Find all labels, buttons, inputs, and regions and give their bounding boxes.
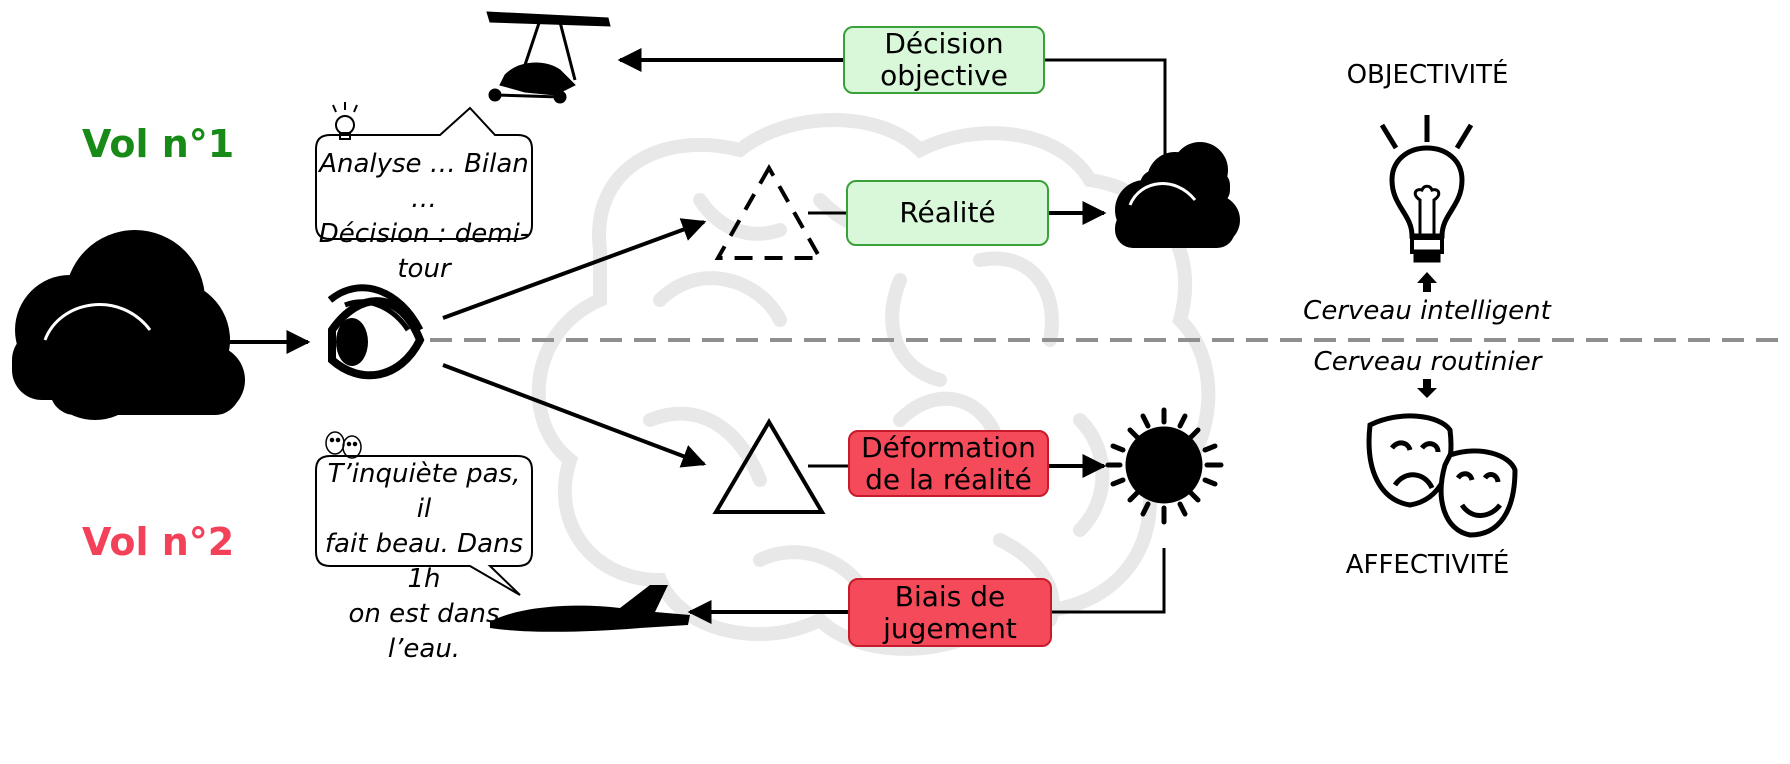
distortion-box: Déformation de la réalité	[848, 430, 1049, 497]
small-bulb-icon	[332, 102, 358, 140]
flight1-label: Vol n°1	[82, 122, 235, 166]
bubble1-line-2: Décision : demi-	[318, 219, 530, 249]
hang-glider-icon	[486, 11, 611, 104]
dashed-triangle-shape	[714, 163, 824, 260]
speech-bubble-reassure	[315, 455, 533, 596]
plane-icon	[490, 585, 690, 632]
arrow-eye-to-solid-triangle	[442, 363, 707, 468]
theatre-masks-icon	[1366, 413, 1518, 538]
eye-icon	[327, 284, 425, 380]
bubble1-line-3: tour	[397, 254, 451, 284]
arrow-eye-to-dashed-triangle	[442, 218, 707, 320]
bubble2-line-2: fait beau. Dans 1h	[324, 529, 524, 594]
small-masks-icon	[325, 431, 362, 459]
light-bulb-icon	[1379, 115, 1474, 263]
bubble1-text: Analyse … Bilan … Décision : demi- tour	[318, 147, 530, 287]
routine-brain-label: Cerveau routinier	[1313, 347, 1542, 377]
reality-box-label: Réalité	[899, 196, 996, 229]
decision-box-line-1: Décision	[884, 27, 1004, 60]
speech-bubble-analysis	[315, 106, 533, 240]
flight2-label: Vol n°2	[82, 520, 235, 564]
sun-icon	[1105, 407, 1224, 525]
affectivity-title: AFFECTIVITÉ	[1345, 550, 1510, 580]
distortion-box-line-2: de la réalité	[865, 462, 1032, 496]
solid-triangle-shape	[712, 418, 826, 514]
bubble2-text: T’inquiète pas, il fait beau. Dans 1h on…	[318, 457, 530, 667]
objectivity-title: OBJECTIVITÉ	[1346, 60, 1509, 90]
bubble1-line-1: Analyse … Bilan …	[319, 149, 529, 214]
decision-box-line-2: objective	[880, 59, 1008, 92]
distortion-box-line-1: Déformation	[861, 430, 1036, 464]
bias-box: Biais de jugement	[848, 578, 1052, 647]
connector-sun-to-bias	[1052, 548, 1166, 614]
reality-box: Réalité	[846, 180, 1049, 246]
intelligent-brain-label: Cerveau intelligent	[1303, 296, 1551, 326]
cloud-icon	[1115, 142, 1240, 248]
bias-box-line-1: Biais de	[894, 579, 1006, 613]
decision-objective-box: Décision objective	[843, 26, 1045, 94]
storm-cloud-icon	[12, 230, 245, 420]
bias-box-line-2: jugement	[883, 611, 1017, 645]
bubble2-line-1: T’inquiète pas, il	[327, 459, 521, 524]
connector-cloud-to-decision	[1043, 58, 1167, 155]
bubble2-line-3: on est dans l’eau.	[348, 599, 500, 664]
up-arrow-icon	[1417, 272, 1437, 292]
down-arrow-icon	[1417, 379, 1437, 398]
